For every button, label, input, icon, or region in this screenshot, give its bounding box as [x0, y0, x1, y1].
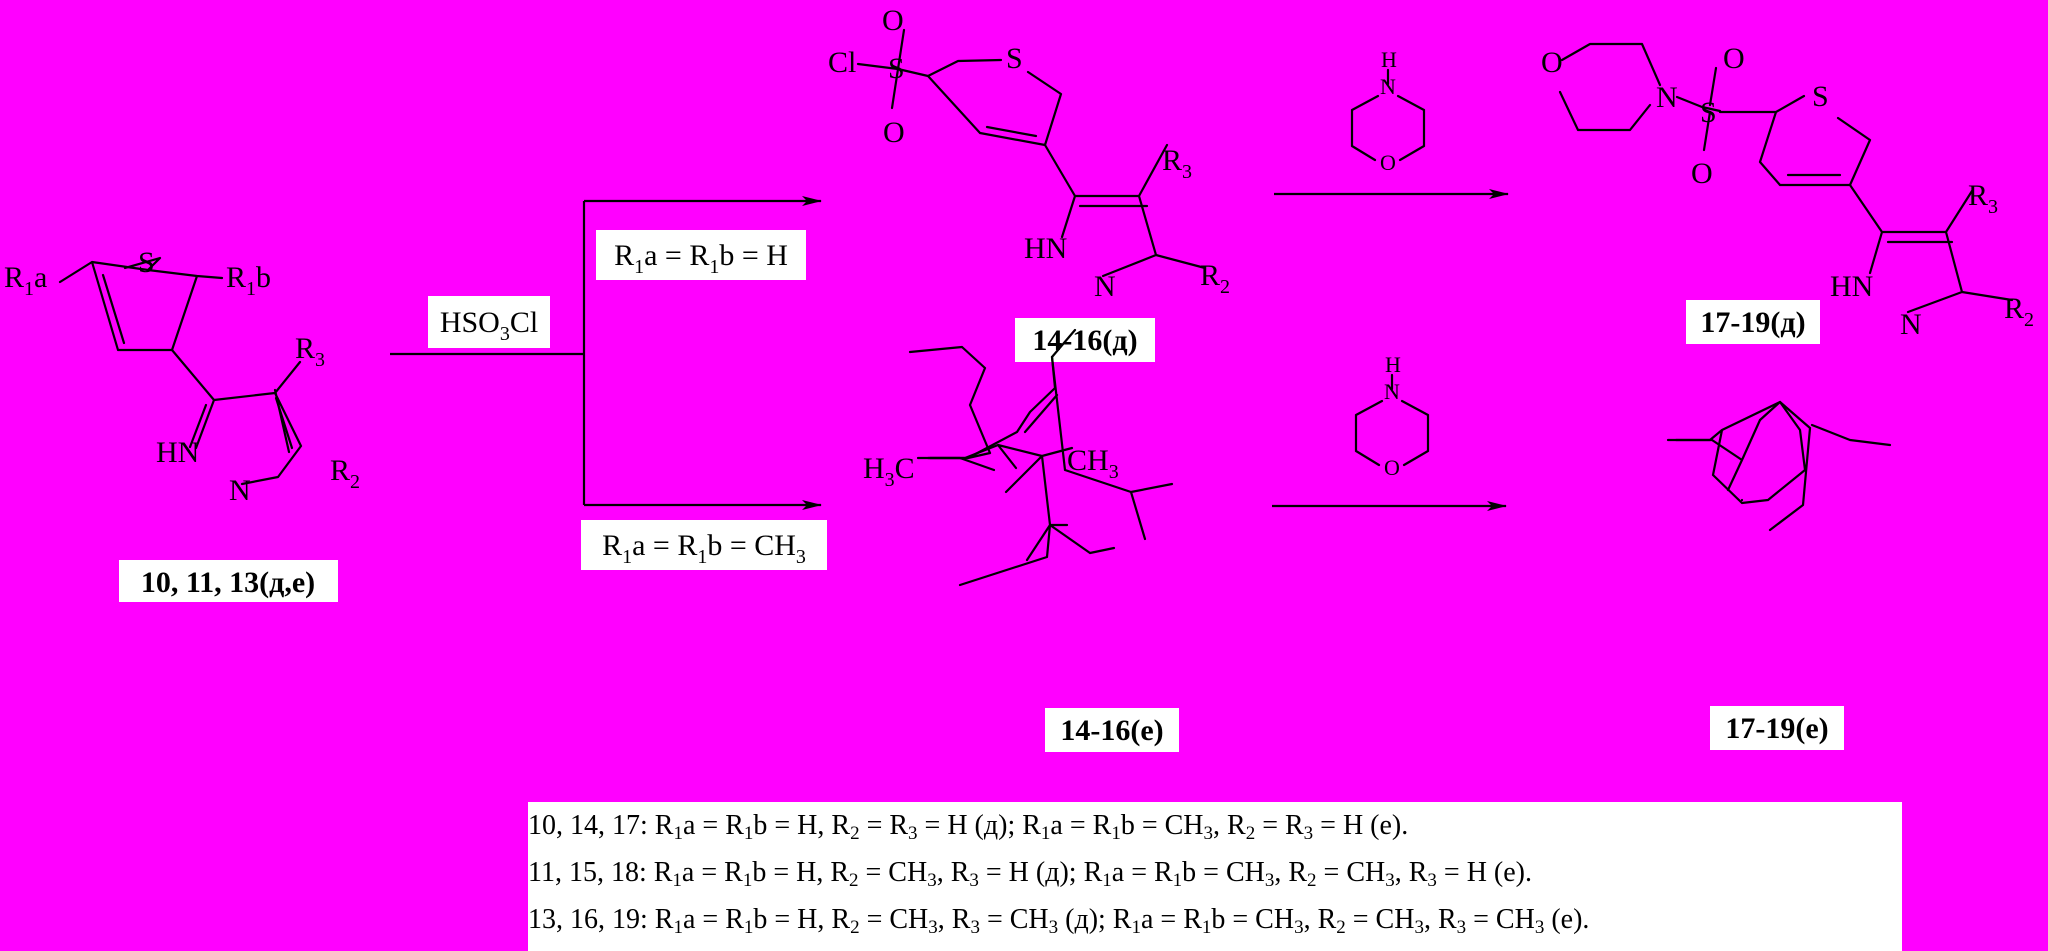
atom-HN: HN — [1024, 232, 1067, 265]
chloride-d-compound-label: 14-16(д) — [1032, 324, 1137, 357]
atom-S-sulfonyl: S — [888, 52, 905, 85]
atom-N: N — [1380, 74, 1396, 99]
atom-O-bottom: O — [883, 116, 905, 149]
atom-O: O — [1384, 455, 1400, 480]
legend-row: 10, 14, 17: R1a = R1b = H, R2 = R3 = H (… — [528, 810, 1409, 844]
atom-R2: R2 — [2004, 292, 2034, 331]
amide-d-label: 17-19(д) — [1686, 300, 1820, 344]
start-compound-label: 10, 11, 13(д,е) — [141, 566, 315, 599]
branch-arrows — [390, 196, 822, 510]
atom-H3C-left: H3C — [863, 452, 915, 491]
atom-N: N — [1094, 270, 1116, 303]
atom-H: H — [1381, 47, 1397, 72]
morpholine-arrow-bottom: H N O — [1272, 352, 1507, 511]
condition-lower: R1a = R1b = CH3 — [581, 520, 827, 570]
amide-e-compound-label: 17-19(е) — [1725, 712, 1828, 745]
atom-O: O — [1541, 46, 1563, 79]
atom-R1a: R1a — [4, 261, 47, 300]
atom-R1b: R1b — [226, 261, 271, 300]
amide-e-label: 17-19(е) — [1710, 706, 1844, 750]
atom-Cl: Cl — [828, 46, 856, 79]
amide-e-structure — [1666, 400, 1892, 532]
amide-d-compound-label: 17-19(д) — [1700, 306, 1805, 339]
atom-N: N — [1384, 379, 1400, 404]
atom-O: O — [1380, 150, 1396, 175]
legend-row: 11, 15, 18: R1a = R1b = H, R2 = CH3, R3 … — [528, 857, 1533, 891]
condition-upper: R1a = R1b = H — [596, 230, 806, 280]
atom-R2: R2 — [330, 454, 360, 493]
atom-R3: R3 — [295, 332, 325, 371]
atom-S-sulfonyl: S — [1700, 96, 1717, 129]
condition-lower-label: R1a = R1b = CH3 — [602, 529, 806, 568]
reagent-hso3cl-label: HSO3Cl — [440, 306, 538, 345]
atom-CH3-right: CH3 — [1067, 444, 1119, 483]
atom-R3: R3 — [1968, 179, 1998, 218]
chloride-e-label: 14-16(е) — [1045, 708, 1179, 752]
atom-R2: R2 — [1200, 259, 1230, 298]
chloride-d-structure: Cl S O O S R3 HN N R2 — [828, 4, 1230, 303]
atom-O-bottom: O — [1691, 157, 1713, 190]
atom-O-top: O — [882, 4, 904, 37]
chloride-e-compound-label: 14-16(е) — [1060, 714, 1163, 747]
chloride-d-label: 14-16(д) — [1015, 318, 1155, 362]
atom-R3: R3 — [1162, 144, 1192, 183]
atom-HN: HN — [1830, 270, 1873, 303]
atom-S: S — [138, 246, 155, 279]
morpholine-arrow-top: H N O — [1274, 47, 1509, 199]
atom-H: H — [1385, 352, 1401, 377]
atom-S-ring: S — [1006, 42, 1023, 75]
reagent-hso3cl: HSO3Cl — [428, 296, 550, 348]
start-label: 10, 11, 13(д,е) — [119, 560, 338, 602]
atom-S-ring: S — [1812, 80, 1829, 113]
condition-upper-label: R1a = R1b = H — [614, 239, 788, 278]
atom-O-top: O — [1723, 42, 1745, 75]
amide-e-structure-main — [1674, 400, 1807, 505]
chloride-e-molecule — [916, 456, 996, 472]
amide-d-structure: O N S O O S R3 HN N R2 — [1541, 42, 2034, 341]
atom-N: N — [1900, 308, 1922, 341]
substituent-legend: 10, 14, 17: R1a = R1b = H, R2 = R3 = H (… — [528, 802, 1902, 951]
atom-N: N — [1656, 81, 1678, 114]
atom-HN: HN — [156, 436, 199, 469]
legend-row: 13, 16, 19: R1a = R1b = H, R2 = CH3, R3 … — [528, 904, 1590, 938]
atom-N: N — [229, 474, 251, 507]
starting-material-structure: R1a S R1b R3 HN N R2 — [4, 246, 360, 507]
